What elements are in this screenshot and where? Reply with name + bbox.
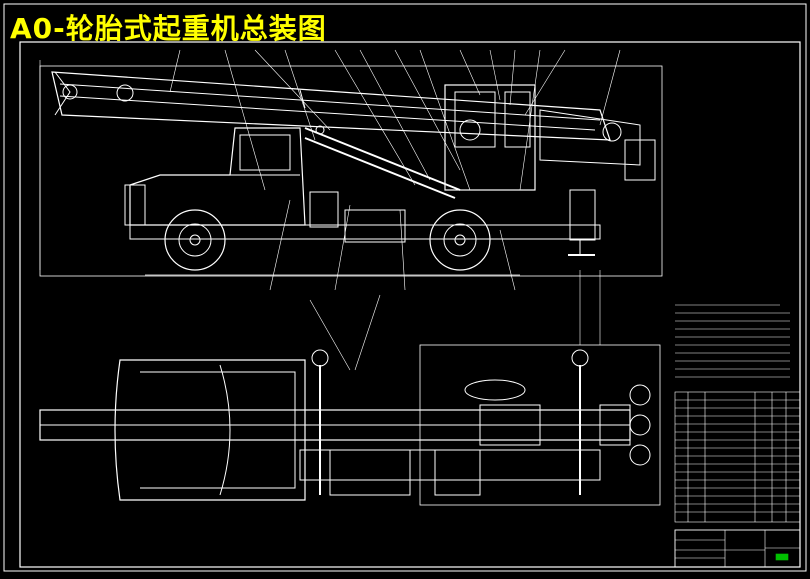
operator-cabin	[444, 84, 536, 191]
luffing-cylinder	[304, 137, 456, 199]
windshield-curve	[219, 364, 231, 496]
chassis-top	[299, 449, 601, 481]
pulley-detail	[629, 414, 651, 436]
operator-seat	[459, 119, 481, 141]
pulley-detail	[629, 384, 651, 406]
boom-pivot	[602, 122, 622, 142]
title-block-border	[674, 529, 801, 568]
title-block	[674, 529, 801, 568]
truck-cab	[129, 127, 306, 226]
outrigger-pad-top	[311, 349, 329, 367]
front-wheel-axle	[189, 234, 201, 246]
rear-wheel-axle	[454, 234, 466, 246]
chassis-box	[344, 209, 406, 243]
outrigger-box	[309, 191, 339, 228]
engine-box	[329, 449, 411, 496]
counterweight	[624, 139, 656, 181]
luffing-cylinder	[304, 127, 461, 191]
rear-wheel-hub	[443, 223, 477, 257]
chassis-frame	[129, 224, 601, 240]
parts-list-table	[674, 391, 801, 523]
front-wheel	[164, 209, 226, 271]
inner-border	[19, 41, 801, 568]
cylinder-pin	[315, 125, 325, 135]
side-view-envelope	[39, 65, 663, 277]
outer-frame	[3, 3, 807, 572]
side-view	[39, 49, 663, 291]
boom-tip	[54, 71, 71, 116]
cab-window	[239, 134, 291, 171]
fuel-tank	[434, 449, 481, 496]
front-wheel-hub	[178, 223, 212, 257]
boom-line	[299, 89, 306, 109]
boom-line	[59, 95, 596, 131]
radiator-grille	[124, 184, 146, 226]
pulley-detail	[629, 444, 651, 466]
cab-top	[114, 359, 306, 501]
outrigger-pad-top	[571, 349, 589, 367]
boom-outer	[51, 71, 611, 141]
hook-pulley	[62, 84, 78, 100]
rear-outrigger	[569, 189, 596, 241]
technical-requirements	[675, 304, 790, 378]
green-stamp	[775, 553, 789, 561]
cabin-window	[454, 91, 496, 148]
slewing-ring	[464, 379, 526, 401]
top-leader-lines	[309, 270, 601, 371]
parts-list-border	[674, 391, 801, 523]
boom-head-pulley	[116, 84, 134, 102]
top-view	[39, 270, 661, 506]
side-leader-lines	[169, 49, 621, 291]
drawing-title: A0-轮胎式起重机总装图	[10, 12, 327, 45]
cab-roof	[140, 371, 296, 489]
cabin-window	[504, 91, 531, 148]
rear-wheel	[429, 209, 491, 271]
boom-line	[59, 83, 601, 121]
turntable	[479, 404, 541, 446]
boom-root	[539, 109, 641, 166]
